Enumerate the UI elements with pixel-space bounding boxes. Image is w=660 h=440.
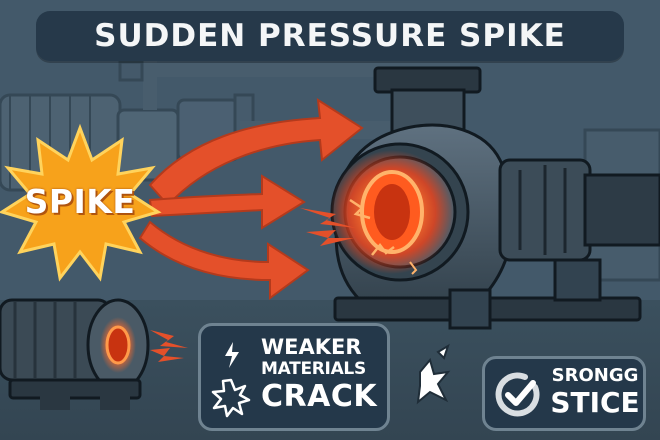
strong-line-2: STICE <box>550 385 640 419</box>
spark-bolts <box>300 208 356 246</box>
weak-line-1: WEAKER <box>261 335 362 359</box>
check-circle-icon <box>495 372 540 417</box>
arrow-bottom <box>138 220 310 300</box>
lightning-icon <box>225 342 239 368</box>
weaker-materials-text: WEAKER MATERIALS CRACK <box>261 336 387 412</box>
arrow-middle <box>148 174 306 230</box>
main-pump <box>330 66 660 330</box>
stronger-materials-text: SRONGG STICE <box>547 365 643 419</box>
strong-line-1: SRONGG <box>551 365 639 386</box>
weak-line-3: CRACK <box>261 378 378 414</box>
weak-line-2: MATERIALS <box>261 359 366 380</box>
spike-starburst <box>0 123 162 282</box>
weaker-materials-panel: WEAKER MATERIALS CRACK <box>198 323 390 431</box>
pressure-flow-arrows <box>138 98 364 300</box>
page-title: SUDDEN PRESSURE SPIKE <box>94 18 566 54</box>
arrow-top <box>148 98 364 207</box>
small-pump <box>0 298 188 410</box>
broken-star-icon <box>416 343 451 405</box>
cracked-starburst-icon <box>211 378 251 418</box>
title-banner: SUDDEN PRESSURE SPIKE <box>36 11 624 61</box>
spike-label: SPIKE <box>24 182 136 221</box>
stronger-materials-panel: SRONGG STICE <box>482 356 646 431</box>
